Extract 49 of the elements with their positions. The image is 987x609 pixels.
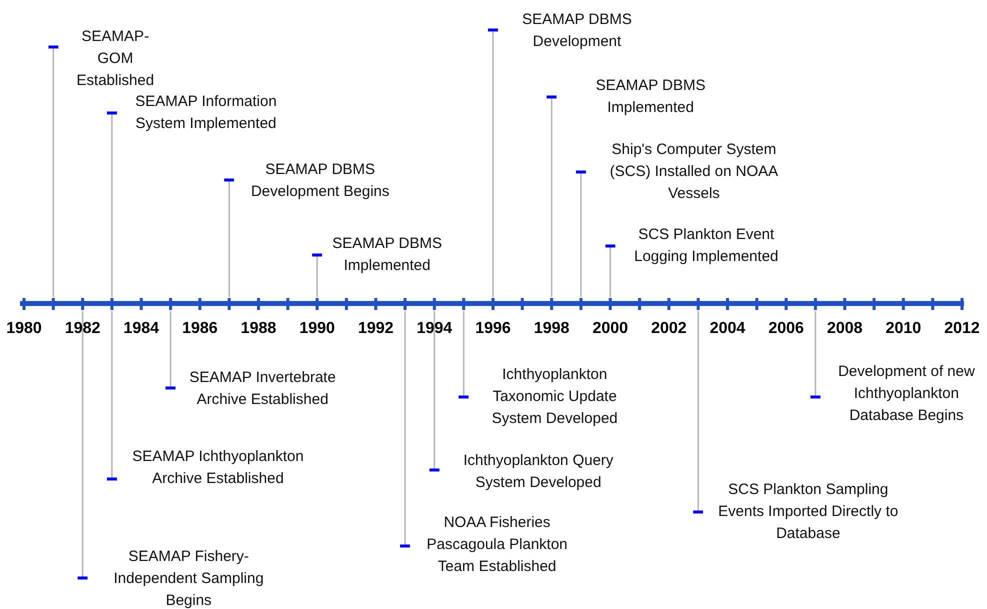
event-label: SCS Plankton Sampling Events Imported Directly to Database <box>698 479 906 545</box>
year-label: 1994 <box>416 320 454 338</box>
event-label: SEAMAP DBMS Development Begins <box>229 159 400 203</box>
year-label: 1988 <box>240 320 278 338</box>
year-label: 1982 <box>64 320 102 338</box>
year-label: 1998 <box>532 320 570 338</box>
year-label: 2002 <box>650 320 688 338</box>
leader-line <box>546 96 557 297</box>
year-label: 2008 <box>826 320 864 338</box>
event-label: SEAMAP Ichthyoplankton Archive Established <box>112 446 312 490</box>
leader-line <box>488 28 498 297</box>
event-label: SEAMAP-GOM Established <box>53 26 166 92</box>
year-label: 1984 <box>122 320 160 338</box>
event-label: NOAA Fisheries Pascagoula Plankton Team Established <box>405 512 578 578</box>
year-label: 1996 <box>474 320 512 338</box>
event-label: SEAMAP DBMS Development <box>493 9 649 53</box>
year-label: 2006 <box>767 320 805 338</box>
year-label: 2004 <box>708 320 746 338</box>
year-label: 2000 <box>591 320 630 338</box>
leader-line <box>106 311 117 480</box>
leader-line <box>400 311 410 548</box>
event-label: Ichthyoplankton Query System Developed <box>434 450 630 494</box>
leader-line <box>78 311 88 580</box>
leader-line <box>693 311 704 514</box>
leader-line <box>224 178 234 297</box>
leader-line <box>106 112 117 297</box>
leader-line <box>48 46 58 297</box>
event-label: Ship's Computer System (SCS) Installed on NOAA Vessels <box>580 139 795 205</box>
leader-line <box>458 311 469 398</box>
year-label: 1992 <box>356 320 395 338</box>
event-label: SCS Plankton Event Logging Implemented <box>610 224 790 268</box>
leader-line <box>312 254 322 297</box>
leader-line <box>166 311 176 390</box>
year-label: 2010 <box>884 320 922 338</box>
event-label: SEAMAP Fishery-Independent Sampling Begins <box>82 546 283 609</box>
leader-line <box>605 244 616 297</box>
year-label: 2012 <box>943 320 981 338</box>
event-label: Ichthyoplankton Taxonomic Update System Developed <box>464 364 634 430</box>
event-label: SEAMAP DBMS Implemented <box>552 75 738 119</box>
event-label: SEAMAP Invertebrate Archive Established <box>170 367 343 411</box>
year-label: 1990 <box>298 320 336 338</box>
leader-line <box>429 311 440 472</box>
year-label: 1986 <box>181 320 219 338</box>
leader-line <box>810 311 820 398</box>
leader-line <box>576 170 586 297</box>
event-label: Development of new Ichthyoplankton Database Begins <box>815 361 986 427</box>
year-label: 1980 <box>5 320 43 338</box>
event-label: SEAMAP Information System Implemented <box>112 91 288 135</box>
event-label: SEAMAP DBMS Implemented <box>317 233 446 277</box>
